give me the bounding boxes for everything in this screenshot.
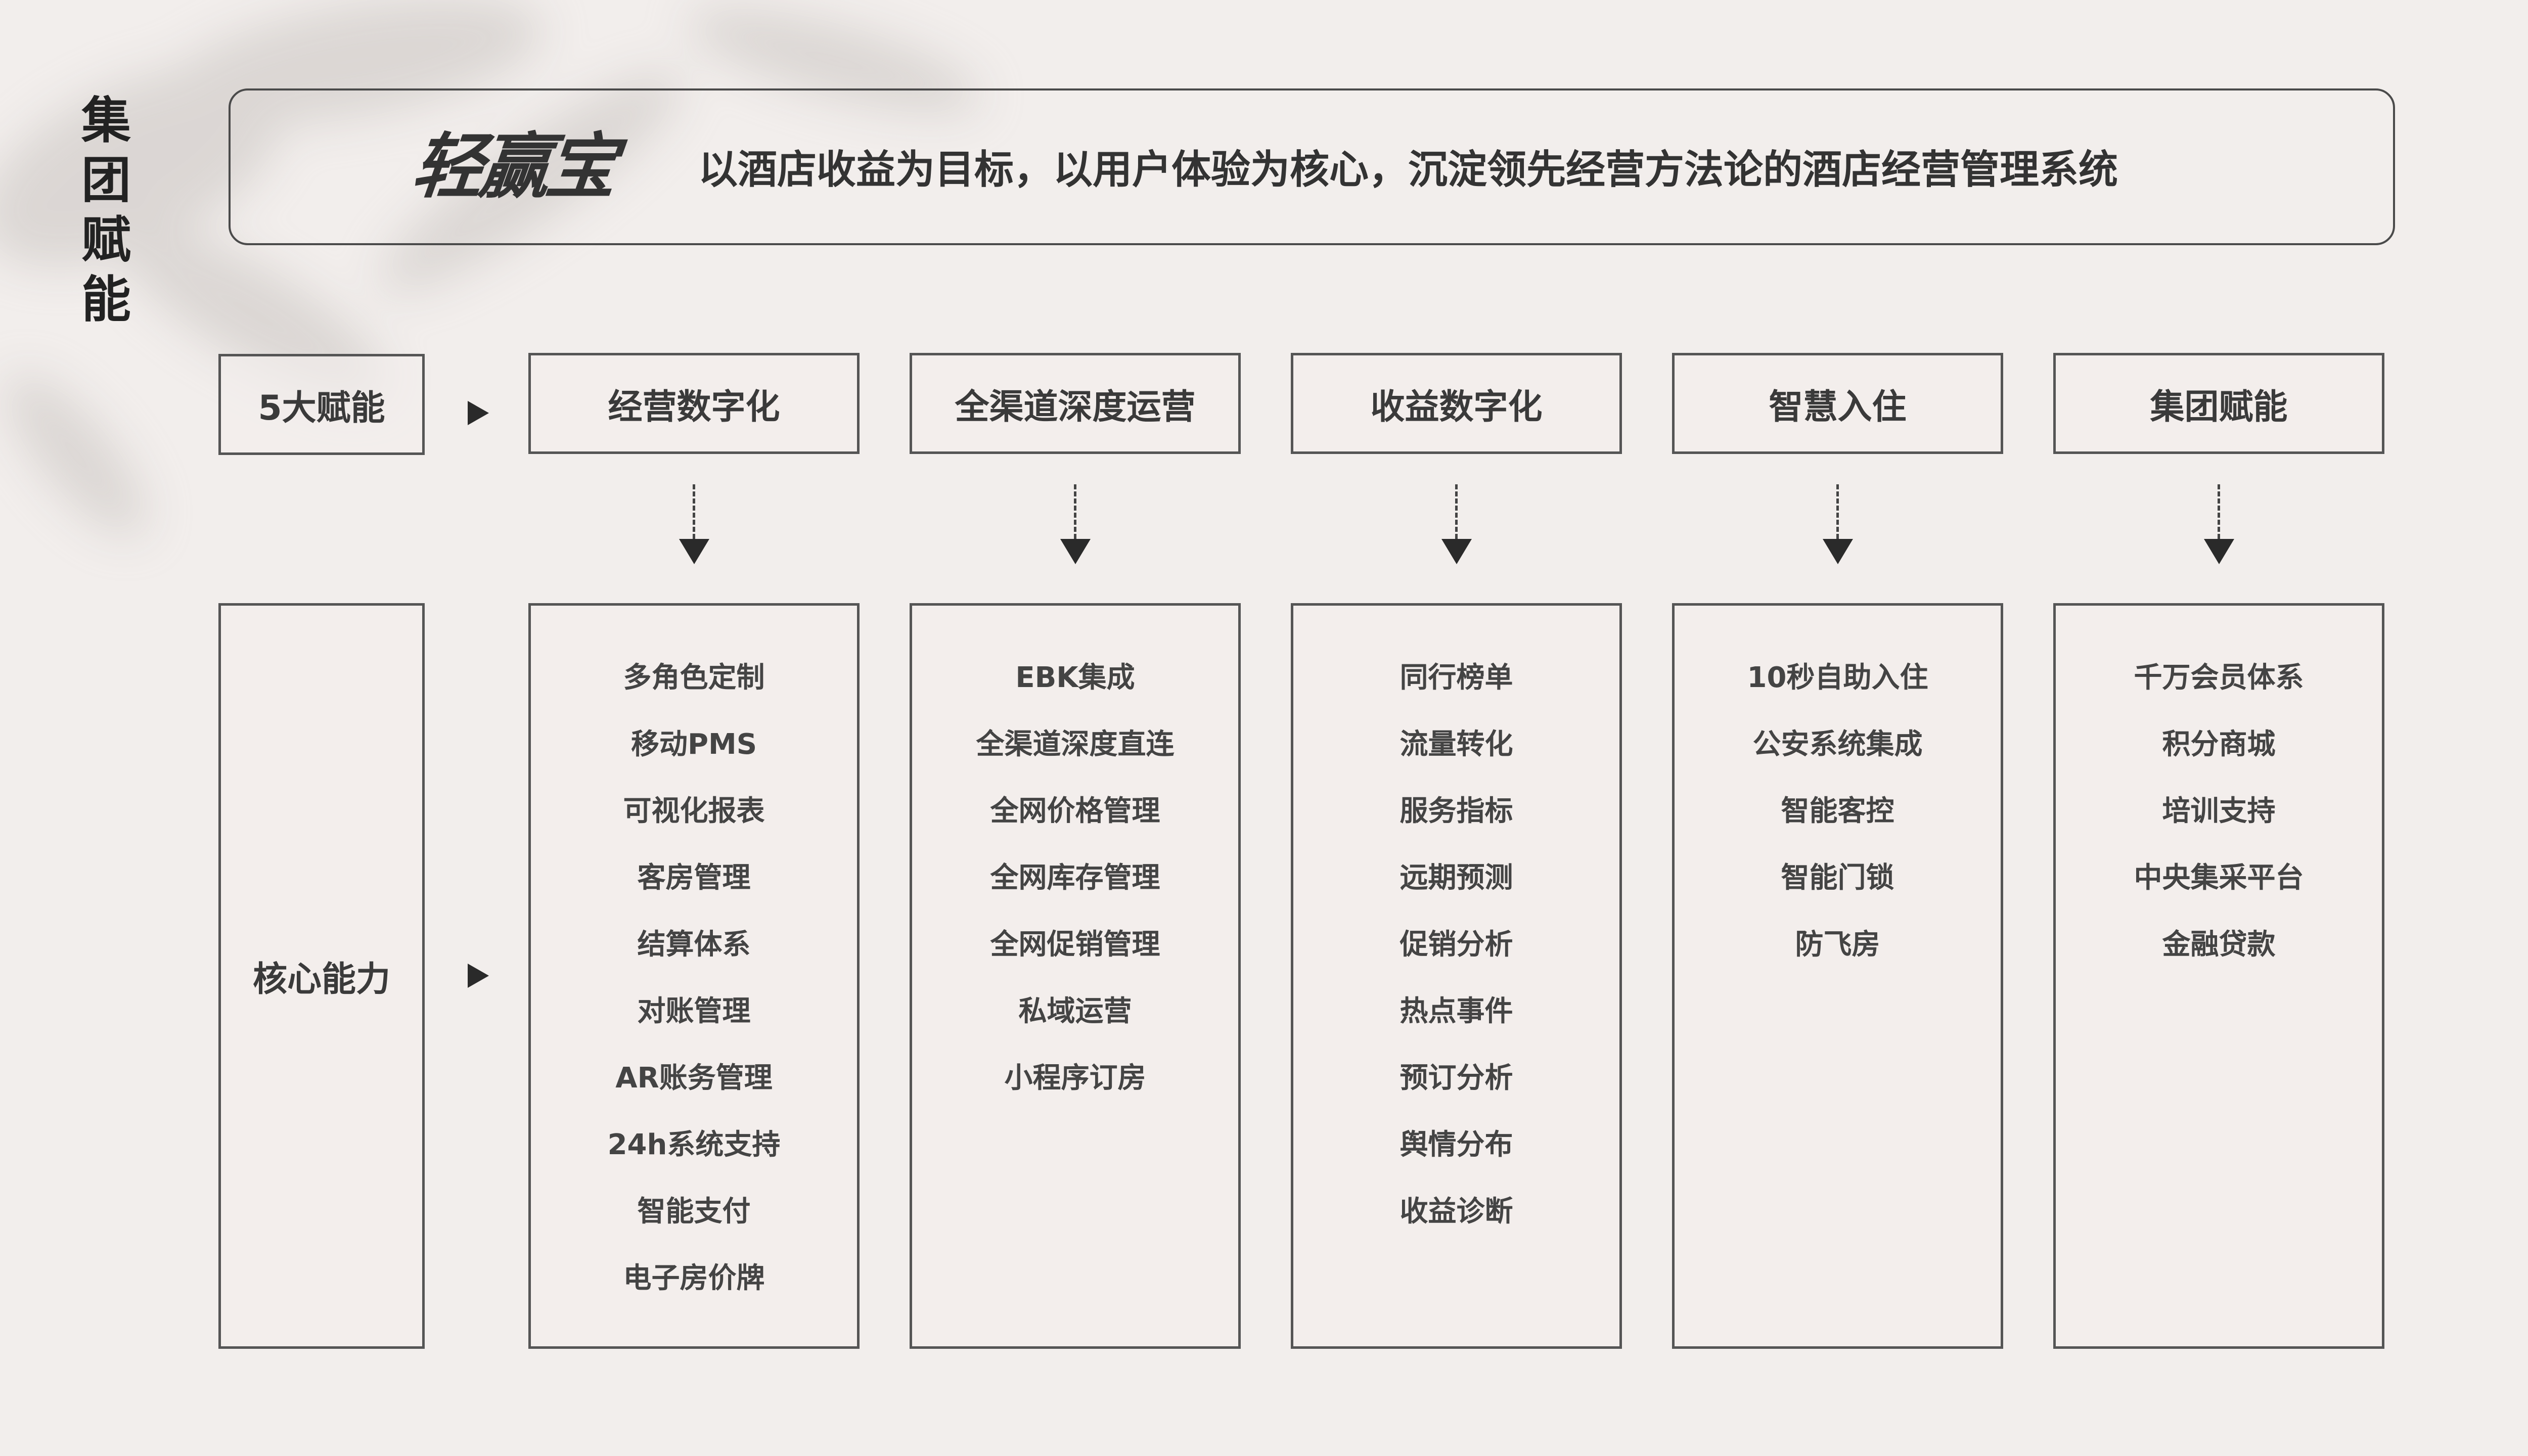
list-item: 公安系统集成 — [1752, 728, 1923, 761]
banner: 轻赢宝 以酒店收益为目标，以用户体验为核心，沉淀领先经营方法论的酒店经营管理系统 — [229, 88, 2395, 245]
column-header-group: 集团赋能 — [2053, 353, 2384, 454]
list-item: 热点事件 — [1400, 995, 1513, 1028]
list-item: 全网价格管理 — [990, 795, 1160, 828]
list-item: 移动PMS — [630, 728, 757, 761]
column-header-revenue: 收益数字化 — [1291, 353, 1622, 454]
list-item: 智能支付 — [637, 1195, 751, 1228]
side-title-char: 赋 — [81, 211, 131, 269]
list-item: 10秒自助入住 — [1747, 661, 1928, 694]
column-panel-smart-checkin: 10秒自助入住 公安系统集成 智能客控 智能门锁 防飞房 — [1672, 603, 2003, 1349]
column-panel-group: 千万会员体系 积分商城 培训支持 中央集采平台 金融贷款 — [2053, 603, 2384, 1349]
column-header-smart-checkin: 智慧入住 — [1672, 353, 2003, 454]
list-item: 全网促销管理 — [990, 928, 1160, 961]
list-item: 预订分析 — [1400, 1062, 1513, 1095]
list-item: 私域运营 — [1018, 995, 1132, 1028]
brand-logo: 轻赢宝 — [408, 126, 617, 208]
item-list: EBK集成 全渠道深度直连 全网价格管理 全网库存管理 全网促销管理 私域运营 … — [912, 606, 1238, 1127]
down-arrow-icon — [2199, 484, 2239, 570]
list-item: 中央集采平台 — [2134, 861, 2304, 894]
side-title-char: 团 — [81, 152, 131, 209]
side-title: 集 团 赋 能 — [76, 91, 137, 330]
list-item: EBK集成 — [1015, 661, 1135, 694]
list-item: AR账务管理 — [615, 1062, 773, 1095]
down-arrow-icon — [1055, 484, 1096, 570]
tagline: 以酒店收益为目标，以用户体验为核心，沉淀领先经营方法论的酒店经营管理系统 — [698, 147, 2118, 193]
list-item: 多角色定制 — [623, 661, 765, 694]
row-arrow-top-icon — [468, 401, 489, 425]
list-item: 防飞房 — [1795, 928, 1880, 961]
column-panel-revenue: 同行榜单 流量转化 服务指标 远期预测 促销分析 热点事件 预订分析 舆情分布 … — [1291, 603, 1622, 1349]
list-item: 小程序订房 — [1004, 1062, 1146, 1095]
side-title-char: 能 — [81, 271, 131, 329]
item-list: 千万会员体系 积分商城 培训支持 中央集采平台 金融贷款 — [2056, 606, 2382, 994]
list-item: 舆情分布 — [1400, 1128, 1513, 1161]
row-label-bottom: 核心能力 — [218, 603, 425, 1349]
down-arrow-icon — [1436, 484, 1477, 570]
list-item: 促销分析 — [1400, 928, 1513, 961]
list-item: 同行榜单 — [1400, 661, 1513, 694]
list-item: 电子房价牌 — [623, 1262, 765, 1295]
list-item: 智能门锁 — [1781, 861, 1894, 894]
list-item: 金融贷款 — [2162, 928, 2276, 961]
list-item: 收益诊断 — [1400, 1195, 1513, 1228]
row-label-top: 5大赋能 — [218, 354, 425, 455]
list-item: 服务指标 — [1400, 795, 1513, 828]
item-list: 同行榜单 流量转化 服务指标 远期预测 促销分析 热点事件 预订分析 舆情分布 … — [1293, 606, 1619, 1261]
side-title-char: 集 — [81, 92, 131, 150]
column-header-omnichannel: 全渠道深度运营 — [910, 353, 1241, 454]
list-item: 千万会员体系 — [2134, 661, 2304, 694]
down-arrow-icon — [1818, 484, 1858, 570]
list-item: 全渠道深度直连 — [976, 728, 1175, 761]
row-arrow-bottom-icon — [468, 964, 489, 988]
column-panel-operation: 多角色定制 移动PMS 可视化报表 客房管理 结算体系 对账管理 AR账务管理 … — [528, 603, 860, 1349]
list-item: 可视化报表 — [623, 795, 765, 828]
list-item: 全网库存管理 — [990, 861, 1160, 894]
list-item: 24h系统支持 — [607, 1128, 781, 1161]
item-list: 10秒自助入住 公安系统集成 智能客控 智能门锁 防飞房 — [1675, 606, 2001, 994]
list-item: 远期预测 — [1400, 861, 1513, 894]
column-panel-omnichannel: EBK集成 全渠道深度直连 全网价格管理 全网库存管理 全网促销管理 私域运营 … — [910, 603, 1241, 1349]
list-item: 智能客控 — [1781, 795, 1894, 828]
list-item: 积分商城 — [2162, 728, 2276, 761]
list-item: 结算体系 — [637, 928, 751, 961]
list-item: 对账管理 — [637, 995, 751, 1028]
item-list: 多角色定制 移动PMS 可视化报表 客房管理 结算体系 对账管理 AR账务管理 … — [531, 606, 857, 1328]
down-arrow-icon — [674, 484, 714, 570]
column-header-operation: 经营数字化 — [528, 353, 860, 454]
list-item: 客房管理 — [637, 861, 751, 894]
list-item: 培训支持 — [2162, 795, 2276, 828]
list-item: 流量转化 — [1400, 728, 1513, 761]
